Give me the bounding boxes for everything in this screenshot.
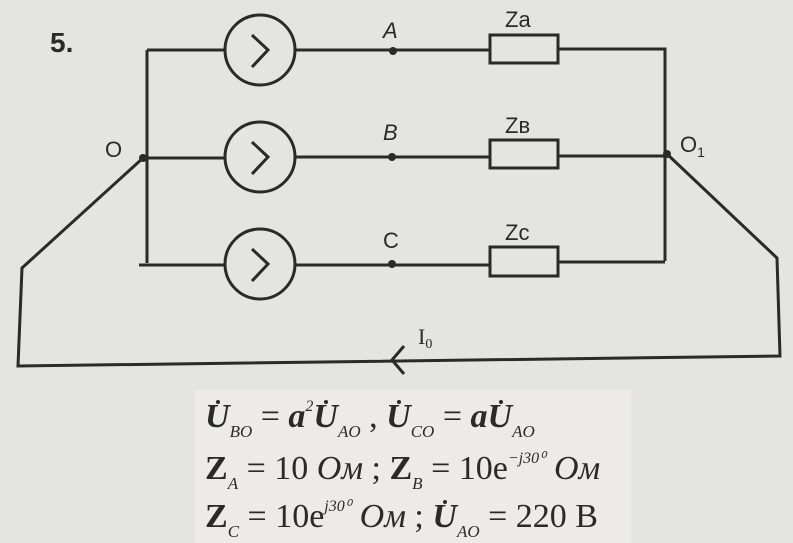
source-b-icon: [223, 120, 297, 194]
impedance-a: [488, 33, 560, 65]
impedance-b-label: Zв: [505, 113, 530, 138]
given-data-panel: UBO = a2UAO , UCO = aUAO ZA = 10 Ом ; ZB…: [195, 390, 631, 543]
neutral-current-label: I0: [418, 324, 432, 352]
circuit-diagram: 5. O O1 A B C Za Zв Zc I0: [16, 7, 782, 375]
current-arrow-icon: [390, 345, 406, 375]
formula-line-3: ZC = 10ej30⁰ Ом ; UAO = 220 В: [205, 498, 598, 541]
neutral-wire: [16, 152, 782, 368]
node-o1-label: O1: [680, 132, 705, 160]
phase-b-wire: [143, 154, 665, 160]
impedance-c-label: Zc: [505, 220, 529, 245]
node-c-label: C: [383, 228, 399, 253]
problem-number: 5.: [50, 27, 73, 58]
impedance-b: [488, 138, 560, 170]
formula-line-2: ZA = 10 Ом ; ZB = 10e−j30⁰ Ом: [205, 450, 601, 493]
node-a-label: A: [381, 18, 398, 43]
phase-c-wire: [139, 260, 665, 267]
node-b-label: B: [383, 120, 398, 145]
formula-line-1: UBO = a2UAO , UCO = aUAO: [205, 398, 535, 441]
node-o-label: O: [105, 137, 122, 162]
impedance-c: [488, 245, 560, 278]
impedance-a-label: Za: [505, 7, 531, 32]
source-a-icon: [223, 13, 297, 87]
source-c-icon: [223, 227, 297, 301]
